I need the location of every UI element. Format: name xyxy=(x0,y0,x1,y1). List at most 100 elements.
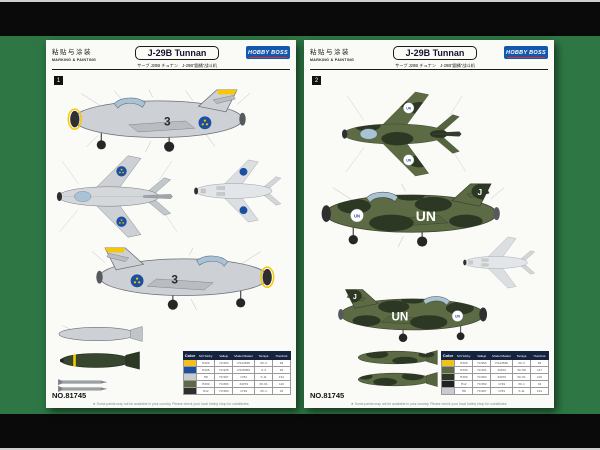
page-header: 粘贴与涂装 MARKING & PAINTING J-29B Tunnan サー… xyxy=(52,43,290,70)
tailplane-left xyxy=(263,176,282,189)
un-fuselage-text: UN xyxy=(416,208,436,224)
intake xyxy=(479,307,488,322)
tailplane-right xyxy=(436,137,460,154)
color-swatch xyxy=(182,387,198,395)
callout-lines xyxy=(59,160,178,233)
kit-number: NO.81745 xyxy=(310,391,345,400)
header-left-block: 粘贴与涂装 MARKING & PAINTING xyxy=(52,43,108,62)
page-header: 粘贴与涂装 MARKING & PAINTING J-29B Tunnan サー… xyxy=(310,43,548,70)
tailplane-right xyxy=(148,199,171,216)
un-roundel xyxy=(350,208,364,223)
column-header: Tamiya xyxy=(512,351,531,360)
exhaust xyxy=(493,207,500,221)
bomb-fins xyxy=(125,351,140,370)
crown-dot xyxy=(138,281,141,284)
intake xyxy=(56,191,63,202)
un-marking-text: UN xyxy=(354,213,360,218)
color-swatch xyxy=(440,387,456,395)
crown-dot xyxy=(201,123,204,126)
crown-dot xyxy=(120,219,123,221)
crown-dot xyxy=(122,222,124,224)
nose-wheel xyxy=(96,140,106,150)
wing xyxy=(128,120,196,133)
column-header: Vallejo xyxy=(472,351,492,360)
color-swatch xyxy=(440,373,456,381)
tailplane-right xyxy=(263,193,282,206)
paint-code: H8 xyxy=(454,387,474,395)
gear-bay xyxy=(481,263,489,267)
paint-code: XF-3 xyxy=(512,359,531,367)
chinese-label: 粘贴与涂装 xyxy=(310,49,350,56)
aircraft-side-view-top: 3 xyxy=(67,89,250,153)
fuselage xyxy=(463,256,528,269)
nose-ring-band xyxy=(260,266,275,288)
paint-code: H12 xyxy=(196,387,216,395)
main-wheel xyxy=(164,141,175,152)
tailplane-left xyxy=(148,177,171,194)
header-left-block: 粘贴与涂装 MARKING & PAINTING xyxy=(310,43,366,62)
intake xyxy=(194,187,199,195)
page-subtitle: サーブ J29B チュナン J-29B“圆桶”战斗机 xyxy=(395,62,475,68)
chinese-label: 粘贴与涂装 xyxy=(52,49,92,56)
nose-gear-bay xyxy=(468,260,473,265)
canopy xyxy=(74,191,92,202)
bottom-letterbox-bar xyxy=(0,414,600,448)
scheme-number-badge: 2 xyxy=(312,76,321,85)
tailplane xyxy=(106,253,130,262)
roundel xyxy=(198,116,212,130)
crown-dot xyxy=(205,123,209,126)
color-swatch xyxy=(440,359,456,367)
un-roundel xyxy=(403,154,415,166)
canopy xyxy=(113,97,146,109)
paint-code: 70.953 xyxy=(472,359,492,367)
hobbyboss-logo: HOBBY BOSS xyxy=(246,46,290,59)
canopy xyxy=(359,128,378,140)
fin-tip-band xyxy=(105,247,126,253)
color-swatch xyxy=(440,380,456,388)
exhaust xyxy=(96,270,103,284)
paint-code: 191 xyxy=(530,387,549,395)
drop-tank-camo xyxy=(357,372,438,387)
tailplane xyxy=(212,95,236,104)
tailplane-left xyxy=(520,250,535,261)
exhaust xyxy=(338,309,344,320)
nose-wheel xyxy=(236,298,246,308)
paint-code: H330 xyxy=(454,366,474,374)
fuselage xyxy=(194,183,273,199)
color-swatch xyxy=(182,366,198,374)
paint-code: 117 xyxy=(530,366,549,374)
column-header: Tamiya xyxy=(254,351,273,360)
paint-code: XF-1 xyxy=(512,380,531,388)
paint-code: H329 xyxy=(196,359,216,367)
wing xyxy=(146,278,214,291)
page-subtitle: サーブ J29B チュナン J-29B“圆桶”战斗机 xyxy=(137,62,217,68)
color-swatch xyxy=(182,380,198,388)
top-letterbox-bar xyxy=(0,2,600,36)
crown-dot xyxy=(122,171,124,174)
roundel xyxy=(239,167,248,176)
column-header: Humbrol xyxy=(272,351,291,360)
header-center-block: J-29B Tunnan サーブ J29B チュナン J-29B“圆桶”战斗机 xyxy=(108,43,246,69)
paint-code: 1781 xyxy=(232,373,255,381)
callout-lines xyxy=(345,95,467,173)
crown-dot xyxy=(120,168,123,171)
camouflage-blotches xyxy=(337,183,497,232)
canopy xyxy=(365,191,399,203)
paint-code: H329 xyxy=(454,359,474,367)
crown-dot xyxy=(135,277,139,280)
header-center-block: J-29B Tunnan サーブ J29B チュナン J-29B“圆桶”战斗机 xyxy=(366,43,504,69)
paint-code: 33 xyxy=(272,387,291,395)
tank-fins xyxy=(130,326,143,342)
rocket xyxy=(58,385,108,392)
paint-code: 1749 xyxy=(490,380,513,388)
un-marking-text: UN xyxy=(406,106,411,110)
paint-code: XF-3 xyxy=(254,359,273,367)
paint-code: X-11 xyxy=(512,387,531,395)
marking-painting-label: MARKING & PAINTING xyxy=(52,57,97,62)
